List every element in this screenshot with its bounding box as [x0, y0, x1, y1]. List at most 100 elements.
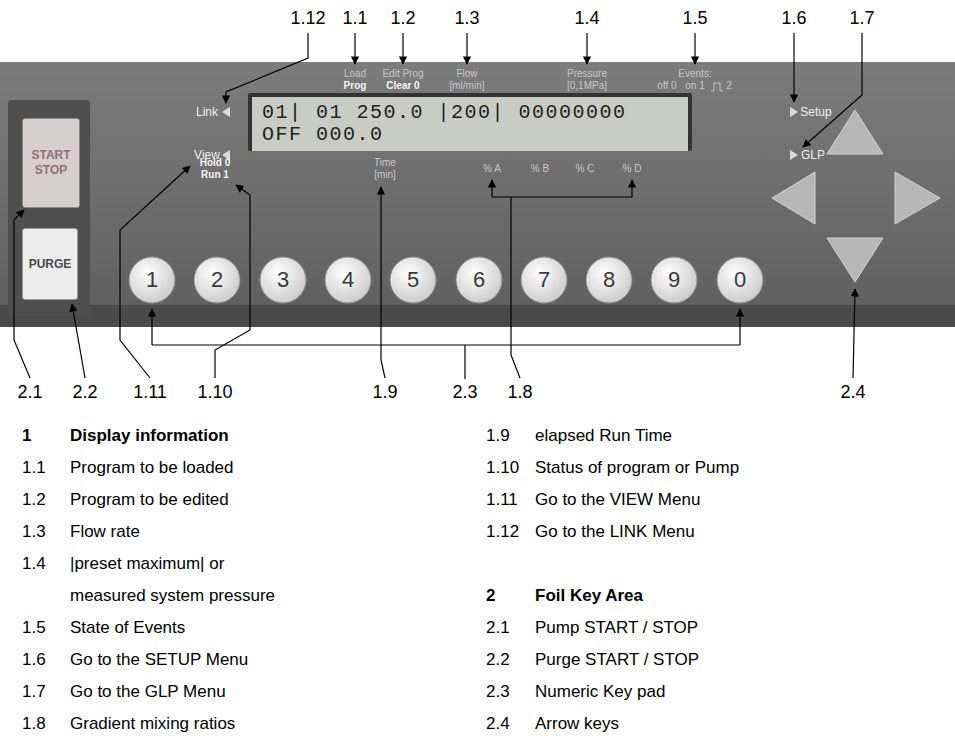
- panel-label: [ml/min]: [450, 80, 485, 92]
- callout-number: 1.7: [849, 8, 874, 29]
- panel-label: Time: [374, 157, 396, 169]
- key-number: 1.7: [22, 676, 46, 708]
- panel-label: Events:: [678, 68, 711, 80]
- menu-label: Setup: [800, 105, 831, 119]
- panel-label: Prog: [344, 80, 367, 92]
- purge-key: PURGE: [22, 228, 78, 300]
- leader-line: [586, 33, 587, 64]
- glp-pointer: [790, 150, 798, 160]
- key-text: Program to be edited: [70, 484, 229, 516]
- callout-number: 1.3: [454, 8, 479, 29]
- key-circle: [260, 257, 306, 303]
- panel-label: off 0: [657, 80, 676, 92]
- key-number: 1.8: [22, 708, 46, 740]
- display-bezel: [248, 93, 692, 151]
- panel-label: Hold 0: [200, 157, 231, 169]
- key-circle: [651, 257, 697, 303]
- key-text: Purge START / STOP: [535, 644, 699, 676]
- lcd-display: 01| 01 250.0 |200| 00000000OFF 000.0: [252, 97, 688, 151]
- callout-number: 1.4: [574, 8, 599, 29]
- display-line: OFF 000.0: [262, 124, 384, 146]
- key-text: Numeric Key pad: [535, 676, 665, 708]
- button-well: [8, 100, 90, 315]
- leader-line: [354, 33, 355, 64]
- callout-number: 2.4: [840, 382, 865, 403]
- leader-line: [466, 33, 467, 64]
- numeric-key: 9: [650, 256, 698, 304]
- key-text: Go to the VIEW Menu: [535, 484, 700, 516]
- panel-label: Load: [344, 68, 366, 80]
- key-circle: [390, 257, 436, 303]
- arrow-key-left: [772, 172, 815, 224]
- key-text: Go to the LINK Menu: [535, 516, 695, 548]
- key-text: Status of program or Pump: [535, 452, 739, 484]
- callout-number: 1.11: [133, 382, 167, 403]
- menu-label: GLP: [801, 148, 825, 162]
- panel-label: on 1: [685, 80, 704, 92]
- pulse-symbol: [711, 83, 723, 91]
- leader-line: [694, 33, 695, 64]
- panel-label: 2: [726, 80, 732, 92]
- key-number: 2.1: [486, 612, 510, 644]
- panel-label: [0,1MPa]: [567, 80, 607, 92]
- bracket-line: [492, 196, 632, 197]
- key-number: 1.6: [22, 644, 46, 676]
- leader-line: [803, 33, 862, 147]
- key-number: 1.11: [486, 484, 518, 516]
- leader-line: [793, 33, 794, 102]
- key-number: 2.4: [486, 708, 510, 740]
- menu-label: Link: [196, 105, 218, 119]
- key-text: Gradient mixing ratios: [70, 708, 235, 740]
- key-label: 0: [734, 267, 746, 293]
- callout-number: 2.3: [452, 382, 477, 403]
- bracket-stub: [464, 345, 465, 379]
- numeric-key: 7: [520, 256, 568, 304]
- key-label: 5: [407, 267, 419, 293]
- callout-number: 1.10: [197, 382, 232, 403]
- panel-label: Pressure: [567, 68, 607, 80]
- callout-number: 1.12: [290, 8, 325, 29]
- panel-label: % C: [576, 163, 595, 175]
- key-label: 2: [211, 267, 223, 293]
- numeric-key: 1: [128, 256, 176, 304]
- bracket-line: [152, 344, 740, 345]
- bracket-arrow: [739, 309, 740, 345]
- key-text: Program to be loaded: [70, 452, 234, 484]
- display-line: 01| 01 250.0 |200| 00000000: [262, 102, 627, 124]
- key-text: Go to the GLP Menu: [70, 676, 226, 708]
- panel-edge: [0, 305, 955, 327]
- numeric-key: 5: [389, 256, 437, 304]
- key-number: 1.3: [22, 516, 46, 548]
- key-number: 1.12: [486, 516, 519, 548]
- key-label: 3: [277, 267, 289, 293]
- key-label: 6: [473, 267, 485, 293]
- key-text: elapsed Run Time: [535, 420, 672, 452]
- front-panel: [0, 62, 955, 327]
- arrow-key-up: [827, 110, 883, 154]
- key-text: Display information: [70, 420, 229, 452]
- key-label: 7: [538, 267, 550, 293]
- key-number: 1.1: [22, 452, 46, 484]
- key-number: 2.2: [486, 644, 510, 676]
- key-label: 1: [146, 267, 158, 293]
- bracket-arrow: [631, 180, 632, 197]
- panel-label: Edit Prog: [382, 68, 423, 80]
- panel-label: [min]: [374, 169, 396, 181]
- key-label: 8: [603, 267, 615, 293]
- key-circle: [129, 257, 175, 303]
- callout-number: 2.1: [17, 382, 42, 403]
- callout-number: 1.5: [682, 8, 707, 29]
- key-number: 1.9: [486, 420, 510, 452]
- panel-label: % B: [531, 163, 549, 175]
- panel-label: % D: [623, 163, 642, 175]
- panel-label: Flow: [456, 68, 477, 80]
- arrow-key-right: [895, 172, 940, 224]
- numeric-key: 2: [193, 256, 241, 304]
- leader-line: [226, 33, 308, 103]
- numeric-key: 0: [716, 256, 764, 304]
- key-text: |preset maximum| or measured system pres…: [70, 548, 292, 612]
- panel-label: Run 1: [201, 169, 229, 181]
- callout-number: 1.8: [507, 382, 532, 403]
- callout-number: 1.1: [342, 8, 367, 29]
- key-circle: [717, 257, 763, 303]
